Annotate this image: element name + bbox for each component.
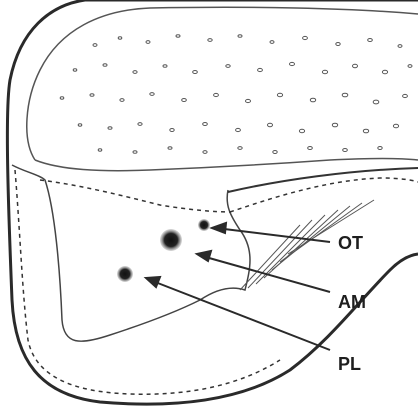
bone-outline bbox=[7, 0, 418, 404]
pl-dot bbox=[117, 266, 133, 282]
spine-outline bbox=[200, 190, 250, 300]
am-label: AM bbox=[338, 292, 366, 312]
pl-label: PL bbox=[338, 354, 361, 374]
ot-dot bbox=[198, 219, 210, 231]
ot-label: OT bbox=[338, 233, 363, 253]
am-dot bbox=[160, 229, 182, 251]
trabecular-texture bbox=[60, 35, 412, 154]
hatched-border bbox=[228, 168, 418, 192]
condyle-contour bbox=[27, 7, 418, 160]
condyle-lower-contour bbox=[35, 159, 418, 171]
